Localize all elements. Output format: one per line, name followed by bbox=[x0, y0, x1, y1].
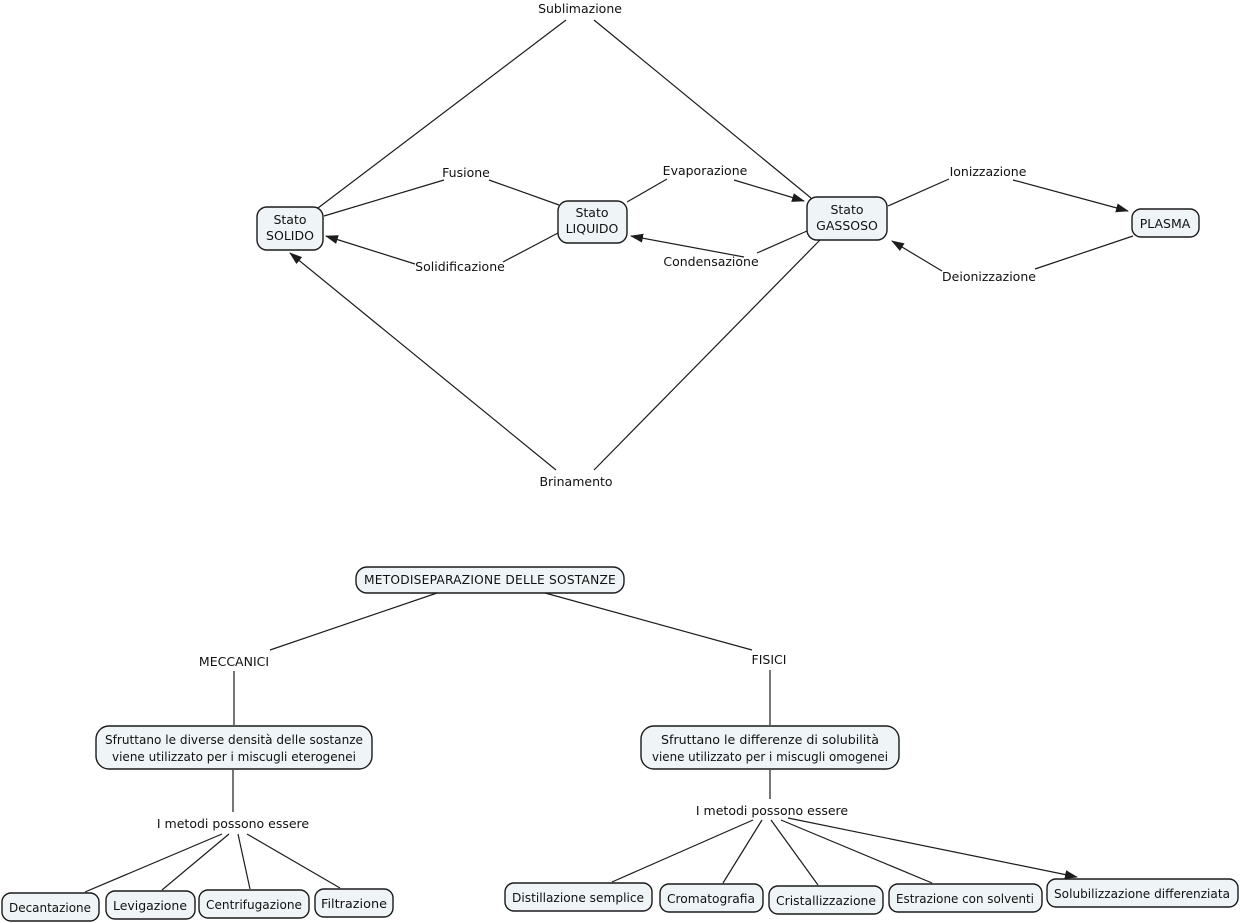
edge-gassoso-brinamento bbox=[593, 239, 821, 471]
node-method-cristallizzazione-label: Cristallizzazione bbox=[776, 894, 876, 908]
edge-liquido-solidificazione bbox=[502, 232, 559, 263]
edge-connector-cromatografia bbox=[722, 819, 763, 884]
edge-connector-solubilizzazione-arrow bbox=[787, 817, 1078, 880]
node-method-distillazione-semplice-label: Distillazione semplice bbox=[512, 891, 644, 905]
edge-connector-cristallizzazione bbox=[770, 819, 819, 886]
edge-connector-filtrazione bbox=[246, 833, 341, 889]
edge-gassoso-ionizzazione bbox=[887, 178, 950, 207]
node-stato-gassoso-line2: GASSOSO bbox=[816, 218, 878, 233]
node-method-cristallizzazione[interactable]: Cristallizzazione bbox=[768, 885, 884, 915]
edge-deionizzazione-gassoso-arrow bbox=[891, 240, 943, 272]
link-label-metodi-possono-essere-left[interactable]: I metodi possono essere bbox=[157, 816, 310, 831]
node-stato-gassoso-line1: Stato bbox=[830, 202, 863, 217]
node-metodi-separazione-title-label: METODISEPARAZIONE DELLE SOSTANZE bbox=[364, 573, 616, 587]
edge-title-fisici bbox=[544, 592, 753, 651]
link-label-fusione[interactable]: Fusione bbox=[442, 165, 490, 180]
edge-solido-fusione bbox=[323, 179, 445, 217]
edge-connector-decantazione bbox=[84, 833, 223, 893]
node-meccanici-description-line1: Sfruttano le diverse densità delle sosta… bbox=[105, 733, 363, 747]
node-method-distillazione-semplice[interactable]: Distillazione semplice bbox=[504, 882, 653, 912]
edge-fusione-liquido bbox=[488, 179, 560, 206]
edge-connector-centrifugazione bbox=[237, 833, 251, 890]
edge-gassoso-condensazione bbox=[756, 230, 808, 254]
edge-solido-sublimazione bbox=[317, 19, 567, 209]
link-label-fisici[interactable]: FISICI bbox=[752, 652, 787, 667]
edge-ionizzazione-plasma-arrow bbox=[1012, 179, 1129, 213]
link-label-metodi-possono-essere-right[interactable]: I metodi possono essere bbox=[696, 803, 849, 818]
link-label-condensazione[interactable]: Condensazione bbox=[663, 254, 759, 269]
node-method-filtrazione[interactable]: Filtrazione bbox=[314, 888, 394, 918]
edge-sublimazione-gassoso bbox=[593, 19, 812, 199]
node-stato-liquido-line1: Stato bbox=[575, 205, 608, 220]
node-fisici-description-line1: Sfruttano le differenze di solubilità bbox=[661, 733, 879, 747]
node-meccanici-description-line2: viene utilizzato per i miscugli eterogen… bbox=[112, 750, 356, 764]
link-label-meccanici[interactable]: MECCANICI bbox=[199, 654, 269, 669]
link-label-deionizzazione[interactable]: Deionizzazione bbox=[942, 269, 1036, 284]
node-method-centrifugazione-label: Centrifugazione bbox=[206, 898, 302, 912]
node-method-cromatografia-label: Cromatografia bbox=[667, 892, 755, 906]
node-plasma-label: PLASMA bbox=[1140, 216, 1191, 231]
node-metodi-separazione-title[interactable]: METODISEPARAZIONE DELLE SOSTANZE bbox=[355, 566, 625, 594]
node-method-decantazione-label: Decantazione bbox=[9, 901, 91, 915]
node-method-filtrazione-label: Filtrazione bbox=[321, 897, 387, 911]
node-stato-solido[interactable]: Stato SOLIDO bbox=[256, 206, 324, 251]
node-method-cromatografia[interactable]: Cromatografia bbox=[659, 883, 764, 913]
edge-connector-estrazione bbox=[780, 819, 933, 884]
link-label-solidificazione[interactable]: Solidificazione bbox=[415, 259, 505, 274]
node-plasma[interactable]: PLASMA bbox=[1131, 208, 1200, 238]
node-fisici-description-line2: viene utilizzato per i miscugli omogenei bbox=[652, 750, 888, 764]
node-method-estrazione-con-solventi[interactable]: Estrazione con solventi bbox=[888, 883, 1043, 913]
edge-connector-distillazione bbox=[611, 819, 754, 883]
edge-condensazione-liquido-arrow bbox=[630, 233, 745, 258]
node-method-solubilizzazione-differenziata-label: Solubilizzazione differenziata bbox=[1054, 887, 1230, 901]
node-stato-solido-line1: Stato bbox=[273, 212, 306, 227]
edge-brinamento-solido-arrow bbox=[289, 252, 557, 471]
node-fisici-description[interactable]: Sfruttano le differenze di solubilità vi… bbox=[640, 725, 900, 770]
node-meccanici-description[interactable]: Sfruttano le diverse densità delle sosta… bbox=[95, 725, 373, 770]
node-stato-liquido[interactable]: Stato LIQUIDO bbox=[557, 200, 628, 244]
node-stato-gassoso[interactable]: Stato GASSOSO bbox=[806, 196, 888, 241]
node-method-estrazione-con-solventi-label: Estrazione con solventi bbox=[896, 892, 1034, 906]
edge-solidificazione-solido-arrow bbox=[325, 235, 416, 265]
edge-liquido-evaporazione bbox=[626, 178, 668, 203]
node-method-decantazione[interactable]: Decantazione bbox=[1, 892, 100, 922]
link-label-sublimazione[interactable]: Sublimazione bbox=[538, 1, 622, 16]
node-method-solubilizzazione-differenziata[interactable]: Solubilizzazione differenziata bbox=[1046, 878, 1239, 908]
link-label-brinamento[interactable]: Brinamento bbox=[539, 474, 612, 489]
node-method-levigazione-label: Levigazione bbox=[113, 899, 187, 913]
edge-plasma-deionizzazione bbox=[1034, 235, 1134, 270]
node-method-centrifugazione[interactable]: Centrifugazione bbox=[198, 889, 310, 919]
link-label-ionizzazione[interactable]: Ionizzazione bbox=[950, 164, 1027, 179]
edge-title-meccanici bbox=[269, 592, 438, 651]
edge-connector-levigazione bbox=[161, 833, 230, 891]
node-stato-liquido-line2: LIQUIDO bbox=[566, 221, 619, 236]
edge-evaporazione-gassoso-arrow bbox=[733, 179, 805, 202]
node-method-levigazione[interactable]: Levigazione bbox=[105, 890, 196, 920]
link-label-evaporazione[interactable]: Evaporazione bbox=[663, 163, 748, 178]
node-stato-solido-line2: SOLIDO bbox=[266, 228, 314, 243]
